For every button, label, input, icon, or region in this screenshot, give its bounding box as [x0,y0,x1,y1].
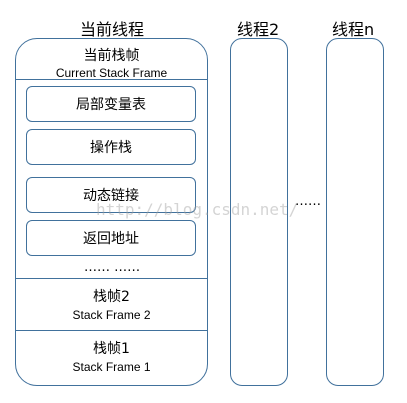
frame-2-title-en: Stack Frame 2 [72,308,151,322]
current-frame-title-en: Current Stack Frame [55,66,168,80]
dynamic-linking-label: 动态链接 [83,188,139,204]
dynamic-linking-box: 动态链接 [26,177,196,213]
current-thread-title: 当前线程 [80,20,145,39]
thread-n-title: 线程n [332,20,375,39]
threads-ellipsis: …… [295,194,321,209]
operand-stack-box: 操作栈 [26,129,196,165]
current-thread-stack: 当前栈帧 Current Stack Frame 局部变量表 操作栈 动态链接 … [15,38,208,386]
current-frame-header-divider [16,79,207,80]
frame-1-title-cn: 栈帧1 [93,341,130,357]
thread-2-title: 线程2 [237,20,280,39]
current-frame-ellipsis: …… …… [84,260,141,275]
frame-1-title-en: Stack Frame 1 [72,360,151,374]
current-frame-title-cn: 当前栈帧 [83,48,140,64]
local-variable-table-box: 局部变量表 [26,86,196,122]
operand-stack-label: 操作栈 [90,140,132,156]
frame-divider-2 [16,330,207,331]
return-address-box: 返回地址 [26,220,196,256]
thread-n-stack [326,38,384,386]
frame-divider-1 [16,278,207,279]
return-address-label: 返回地址 [83,231,139,247]
thread-2-stack [230,38,288,386]
frame-2-title-cn: 栈帧2 [93,289,130,305]
local-variable-table-label: 局部变量表 [76,97,146,113]
